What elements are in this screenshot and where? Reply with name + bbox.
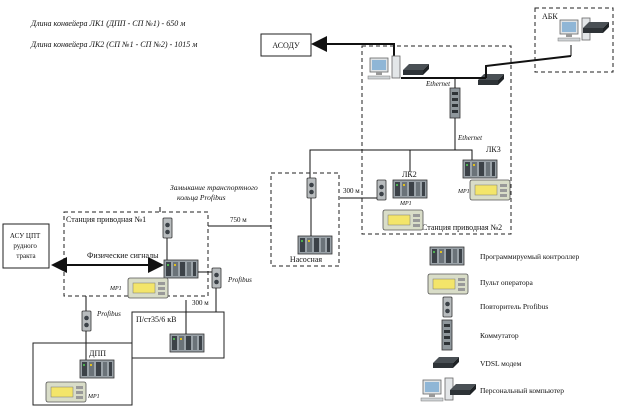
lk3-panel-icon [469,179,511,201]
legend-switch-icon [441,319,453,351]
dpp-plc-icon [79,359,115,379]
station2-switch-icon [449,87,461,119]
dpp-label: ДПП [89,349,106,358]
station1-plc-icon [163,259,199,279]
lk2-repeater-icon [376,179,387,201]
phys-signals-label: Физические сигналы [87,251,159,260]
dpp-panel-icon [45,381,87,403]
station2-modem-icon-2 [478,74,504,85]
ring-closure-label: Замыкание транспортного кольца Profibus [170,183,260,202]
profibus-right-repeater-icon [211,267,222,289]
dist-300-top-label: 300 м [343,187,360,195]
mp1-dpp-label: MP1 [87,394,100,400]
legend-vdsl-label: VDSL модем [480,359,522,368]
station2-pc-icon [367,55,401,80]
abk-link [485,55,572,78]
substation-box [131,311,225,359]
legend-repeater-label: Повторитель Profibus [480,302,548,311]
mp1-st1-label: MP1 [109,286,122,292]
legend-pc-label: Персональный компьютер [480,386,564,395]
substation-label: П/ст35/6 кВ [136,315,177,324]
station1-panel-icon [127,277,169,299]
lk2-panel-icon [382,209,424,231]
station1-box [63,211,209,297]
mp1-st2-left-label: MP1 [399,201,412,207]
substation-plc-icon [169,333,205,353]
legend-repeater-icon [442,296,453,318]
ethernet-to-lk3 [455,149,473,162]
lk2-plc-icon [392,179,428,199]
pump-box [270,172,340,267]
lk2-label: ЛК2 [402,170,417,179]
legend-switch-label: Коммутатор [480,331,519,340]
legend-pc-modem-icon [450,384,476,395]
abk-label: АБК [542,12,558,21]
pump-label: Насосная [290,255,322,264]
ethernet-to-pump [309,118,456,178]
lk3-plc-icon [462,159,498,179]
legend-plc-icon [429,246,465,266]
profibus-left-repeater-icon [81,310,92,332]
mp1-st2-right-label: MP1 [457,189,470,195]
station1-label: Станция приводная №1 [66,215,146,224]
legend: Программируемый контроллер Пульт операто… [420,246,579,402]
station2-modem-icon [403,64,429,75]
legend-panel-label: Пульт оператора [480,278,534,287]
lk2-length-text: Длина конвейера ЛК2 (СП №1 - СП №2) - 10… [30,40,197,49]
ethernet-top-label: Ethernet [425,80,451,88]
dpp-box [32,342,133,406]
legend-panel-icon [427,273,469,295]
ethernet-mid-label: Ethernet [457,134,483,142]
dist-750-label: 750 м [230,216,247,224]
asu-label: АСУ ЦПТ рудного тракта [10,232,42,260]
legend-plc-label: Программируемый контроллер [480,252,579,261]
dist-300-bottom-label: 300 м [192,299,209,307]
legend-pc-icon [420,377,454,402]
legend-modem-icon [433,357,459,368]
pump-plc-icon [297,235,333,255]
asu-box [2,223,50,269]
profibus-right-label: Profibus [227,276,252,284]
station1-repeater-icon [162,217,173,239]
asodu-label: АСОДУ [272,41,300,50]
profibus-left-label: Profibus [96,310,121,318]
lk3-label: ЛК3 [486,145,501,154]
station2-label: Станция приводная №2 [422,223,502,232]
pump-repeater-icon [306,177,317,199]
abk-box [534,7,614,73]
lk1-length-text: Длина конвейера ЛК1 (ДПП - СП №1) - 650 … [30,19,185,28]
